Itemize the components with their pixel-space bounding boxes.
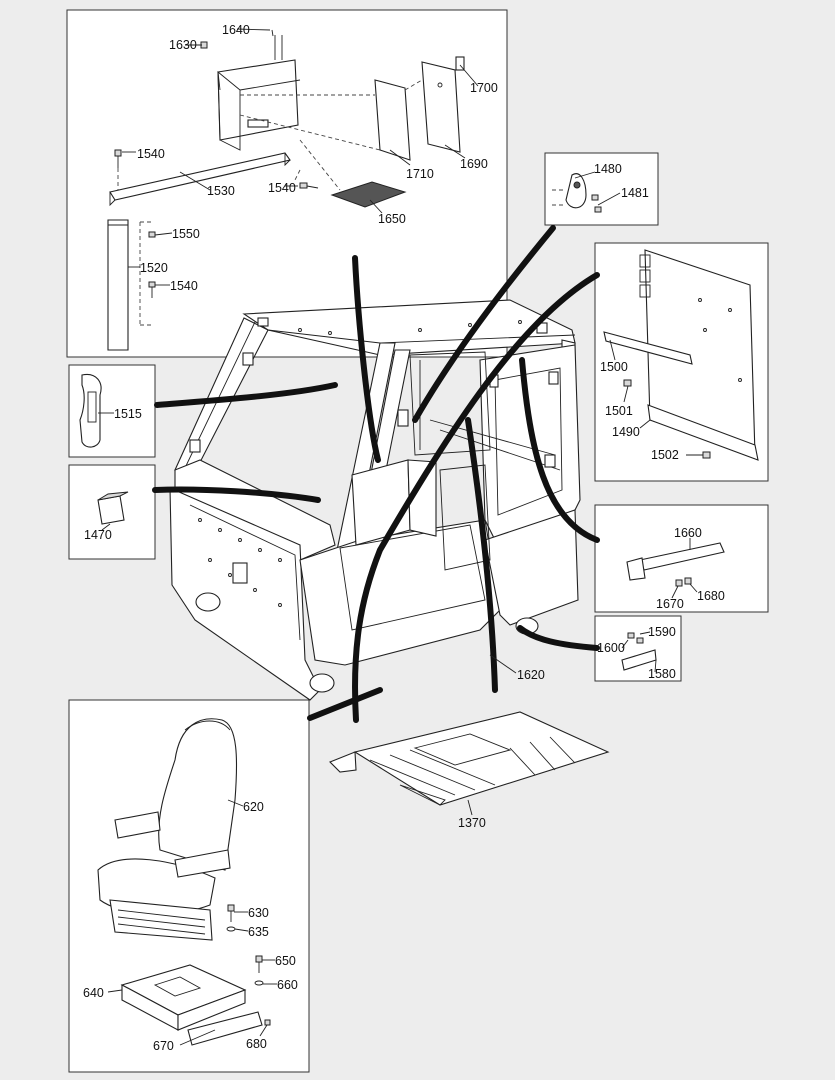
callout-1502: 1502 bbox=[651, 448, 679, 462]
part-1690-panel bbox=[421, 61, 461, 153]
detail-box-1580 bbox=[594, 615, 682, 682]
part-1490-panel bbox=[603, 249, 759, 461]
callout-1550: 1550 bbox=[172, 227, 200, 241]
part-1470-box bbox=[97, 491, 129, 525]
callout-660: 660 bbox=[277, 978, 298, 992]
callout-1370: 1370 bbox=[458, 816, 486, 830]
part-640-base bbox=[120, 964, 263, 1046]
callout-1660: 1660 bbox=[674, 526, 702, 540]
callout-1640: 1640 bbox=[222, 23, 250, 37]
callout-1680: 1680 bbox=[697, 589, 725, 603]
callout-630: 630 bbox=[248, 906, 269, 920]
callout-1490: 1490 bbox=[612, 425, 640, 439]
callout-1515: 1515 bbox=[114, 407, 142, 421]
callout-1480: 1480 bbox=[594, 162, 622, 176]
fasteners-seat bbox=[226, 904, 271, 1026]
cab-frame bbox=[169, 299, 581, 701]
callout-1500: 1500 bbox=[600, 360, 628, 374]
part-1660-strut bbox=[626, 542, 725, 587]
callout-1540-c: 1540 bbox=[170, 279, 198, 293]
part-1530-rail bbox=[109, 152, 291, 207]
fasteners-top bbox=[114, 29, 319, 298]
callout-670: 670 bbox=[153, 1039, 174, 1053]
callout-1501: 1501 bbox=[605, 404, 633, 418]
part-1580-bracket bbox=[621, 632, 657, 671]
part-620-seat bbox=[97, 718, 238, 941]
alignment-lines-top bbox=[117, 79, 423, 326]
callout-680: 680 bbox=[246, 1037, 267, 1051]
callout-1530: 1530 bbox=[207, 184, 235, 198]
callout-1590: 1590 bbox=[648, 625, 676, 639]
part-1630-panel bbox=[217, 35, 301, 151]
part-1515-handle bbox=[79, 373, 102, 448]
callout-labels: 1640 1630 1700 1540 1710 1690 1530 1540 … bbox=[83, 23, 725, 1053]
callout-1540-b: 1540 bbox=[268, 181, 296, 195]
callout-1700: 1700 bbox=[470, 81, 498, 95]
callout-1670: 1670 bbox=[656, 597, 684, 611]
callout-650: 650 bbox=[275, 954, 296, 968]
detail-box-1480 bbox=[544, 152, 659, 226]
part-1710-glass bbox=[374, 79, 411, 161]
part-1480-mirror bbox=[552, 173, 602, 213]
callout-1540-a: 1540 bbox=[137, 147, 165, 161]
part-1650-grille bbox=[330, 181, 407, 208]
callout-1481: 1481 bbox=[621, 186, 649, 200]
callout-1690: 1690 bbox=[460, 157, 488, 171]
callout-1580: 1580 bbox=[648, 667, 676, 681]
callout-620: 620 bbox=[243, 800, 264, 814]
callout-1650: 1650 bbox=[378, 212, 406, 226]
reference-bands bbox=[152, 225, 600, 723]
callout-1630: 1630 bbox=[169, 38, 197, 52]
callout-640: 640 bbox=[83, 986, 104, 1000]
part-1520-post bbox=[107, 219, 129, 351]
callout-1600: 1600 bbox=[597, 641, 625, 655]
leader-lines bbox=[98, 28, 703, 1046]
callout-1710: 1710 bbox=[406, 167, 434, 181]
callout-635: 635 bbox=[248, 925, 269, 939]
callout-1470: 1470 bbox=[84, 528, 112, 542]
part-1700-clip bbox=[455, 56, 465, 71]
callout-1520: 1520 bbox=[140, 261, 168, 275]
part-1370-floor bbox=[329, 711, 610, 806]
callout-1620: 1620 bbox=[517, 668, 545, 682]
